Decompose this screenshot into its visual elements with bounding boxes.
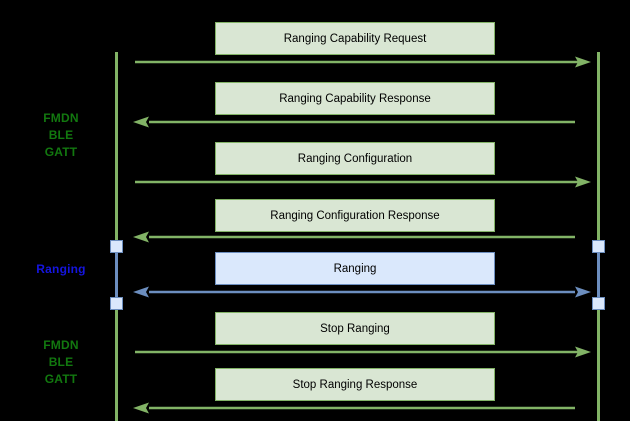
- right-lifeline-upper: [597, 52, 600, 246]
- activation-left-end: [110, 297, 123, 310]
- left-lifeline-lower: [115, 304, 118, 421]
- arrow-stop-ranging-response: [133, 402, 575, 414]
- right-lifeline-lower: [597, 304, 600, 421]
- arrow-ranging-configuration: [135, 176, 591, 188]
- activation-right-end: [592, 297, 605, 310]
- arrow-ranging-configuration-response: [133, 231, 575, 243]
- message-box-ranging: Ranging: [215, 252, 495, 285]
- message-box-ranging-configuration: Ranging Configuration: [215, 142, 495, 175]
- message-box-ranging-capability-response: Ranging Capability Response: [215, 82, 495, 115]
- right-lifeline-ranging-segment: [597, 246, 600, 304]
- arrow-stop-ranging: [135, 346, 591, 358]
- activation-right-start: [592, 240, 605, 253]
- message-box-ranging-configuration-response: Ranging Configuration Response: [215, 199, 495, 232]
- phase-label-fmdn-ble-gatt-bottom: FMDN BLE GATT: [43, 338, 79, 386]
- activation-left-start: [110, 240, 123, 253]
- message-box-stop-ranging: Stop Ranging: [215, 312, 495, 345]
- left-lifeline-upper: [115, 52, 118, 246]
- phase-label-ranging: Ranging: [36, 262, 86, 276]
- left-lifeline-ranging-segment: [115, 246, 118, 304]
- message-box-stop-ranging-response: Stop Ranging Response: [215, 368, 495, 401]
- arrow-ranging-capability-response: [133, 116, 575, 128]
- phase-label-fmdn-ble-gatt-top: FMDN BLE GATT: [43, 111, 79, 159]
- message-box-ranging-capability-request: Ranging Capability Request: [215, 22, 495, 55]
- arrow-ranging-capability-request: [135, 56, 591, 68]
- arrow-ranging-bidirectional: [133, 286, 591, 298]
